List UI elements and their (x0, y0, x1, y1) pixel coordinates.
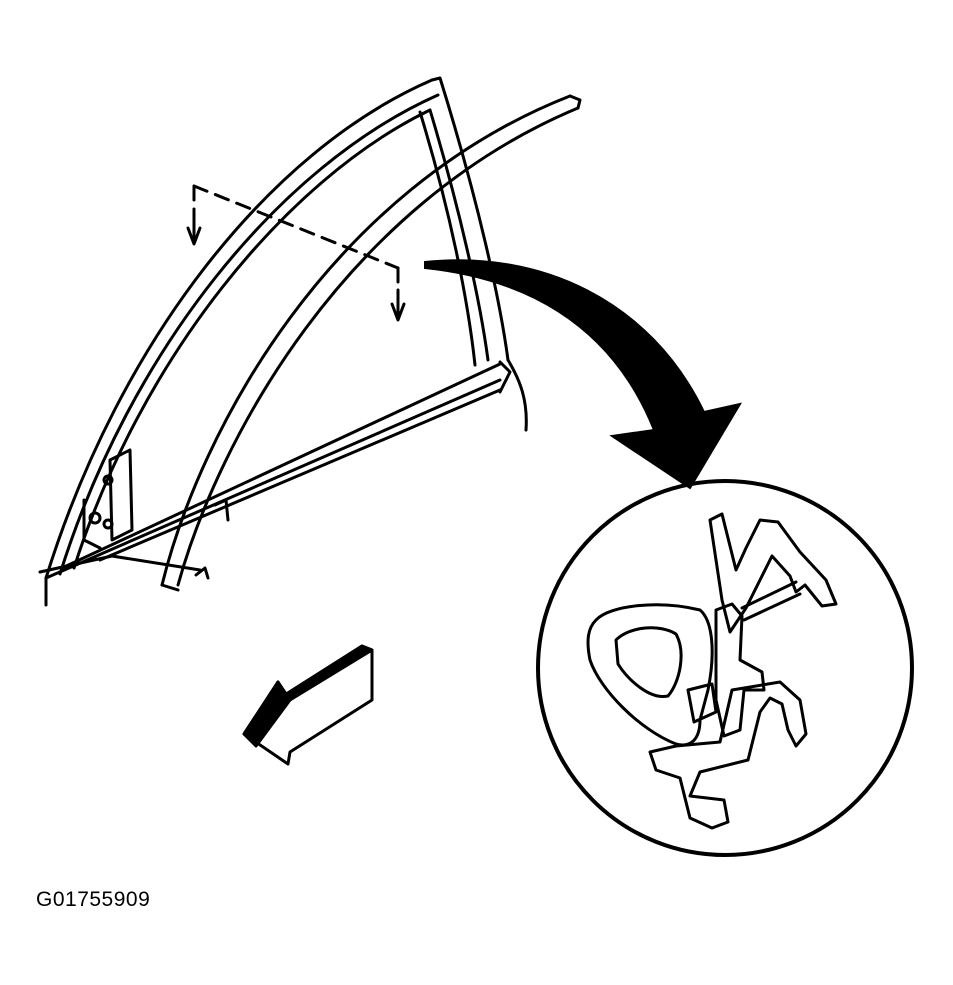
section-arrow-left (186, 210, 202, 246)
section-line (192, 184, 400, 292)
section-arrow-right (390, 288, 406, 322)
forward-direction-arrow (242, 644, 374, 766)
section-leader-arrow (424, 259, 743, 490)
weatherstrip-cross-section (586, 512, 838, 830)
door-window-frame (38, 76, 528, 607)
glass-run-channel (160, 94, 582, 592)
detail-view-circle (536, 479, 914, 857)
figure-id-label: G01755909 (36, 888, 151, 911)
